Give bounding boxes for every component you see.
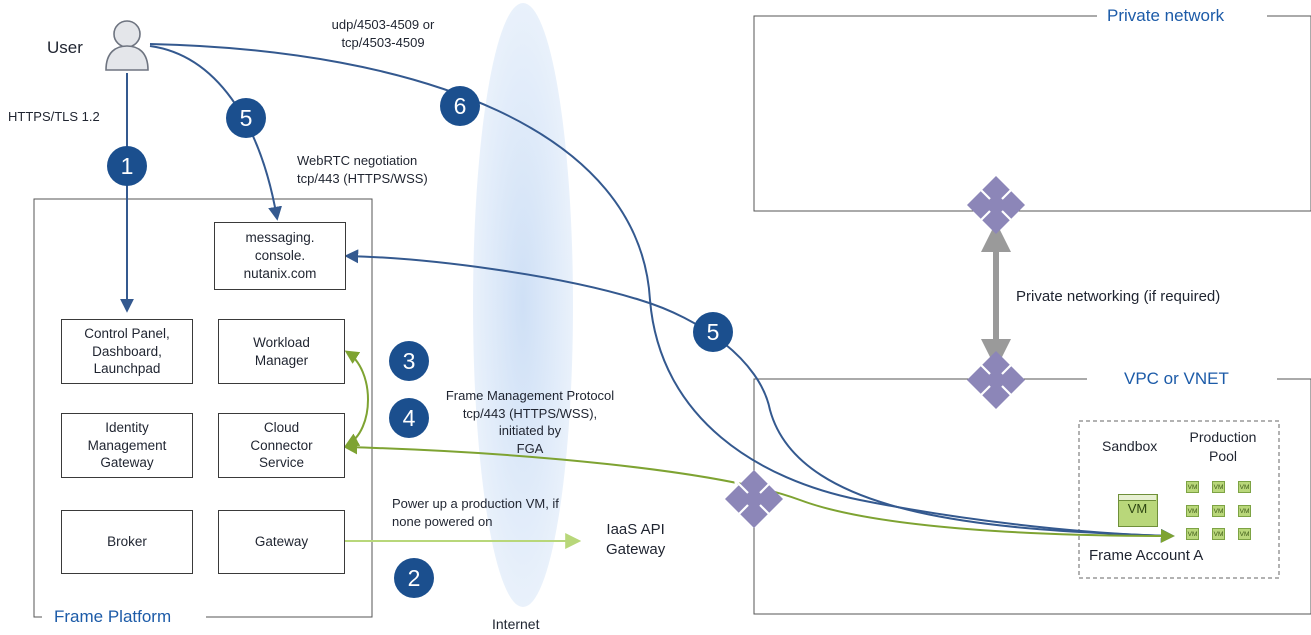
vpc-title: VPC or VNET — [1118, 369, 1235, 389]
pool-vm-icon: VM — [1186, 505, 1199, 517]
router-icon — [725, 470, 783, 528]
arrow-user-to-messaging — [149, 45, 282, 221]
step-5-badge: 5 — [693, 312, 733, 352]
frame-account-border — [1078, 420, 1280, 579]
step-2-badge: 2 — [394, 558, 434, 598]
vpc-border — [753, 378, 1311, 615]
arrow-connector-to-vm — [343, 440, 1175, 543]
pool-vm-icon: VM — [1212, 505, 1225, 517]
control-panel-box: Control Panel, Dashboard, Launchpad — [61, 319, 193, 384]
iaas-label: IaaS API Gateway — [606, 521, 666, 559]
arrow-workload-to-connector — [344, 350, 369, 447]
internet-label: Internet — [492, 616, 540, 632]
sandbox-vm-icon: VM — [1118, 494, 1158, 527]
udp-label: udp/4503-4509 or tcp/4503-4509 — [331, 17, 435, 50]
step-3-badge: 3 — [389, 341, 429, 381]
cloud-connector-box: Cloud Connector Service — [218, 413, 345, 478]
pool-vm-icon: VM — [1186, 528, 1199, 540]
power-label: Power up a production VM, if none powere… — [392, 496, 559, 529]
fmp-label: Frame Management Protocol tcp/443 (HTTPS… — [445, 388, 615, 456]
pool-vm-icon: VM — [1212, 528, 1225, 540]
sandbox-label: Sandbox — [1102, 438, 1158, 454]
webrtc-label: WebRTC negotiation tcp/443 (HTTPS/WSS) — [297, 153, 428, 186]
user-icon — [105, 20, 149, 71]
sandbox-vm-label: VM — [1127, 501, 1148, 516]
private-network-border — [753, 15, 1311, 212]
pool-vm-icon: VM — [1238, 481, 1251, 493]
frame-platform-border — [33, 198, 373, 618]
pool-vm-icon: VM — [1238, 528, 1251, 540]
step-6-badge: 6 — [440, 86, 480, 126]
broker-box: Broker — [61, 510, 193, 574]
pool-vm-icon: VM — [1212, 481, 1225, 493]
pool-vm-icon: VM — [1186, 481, 1199, 493]
messaging-box: messaging. console. nutanix.com — [214, 222, 346, 290]
frame-account-label: Frame Account A — [1089, 547, 1204, 564]
step-4-badge: 4 — [389, 398, 429, 438]
router-icon — [967, 176, 1025, 234]
step-1-badge: 1 — [107, 146, 147, 186]
identity-gateway-box: Identity Management Gateway — [61, 413, 193, 478]
user-label: User — [47, 38, 83, 57]
gateway-box: Gateway — [218, 510, 345, 574]
frame-platform-title: Frame Platform — [48, 607, 178, 627]
router-icon — [967, 351, 1025, 409]
step-5-badge: 5 — [226, 98, 266, 138]
workload-manager-box: Workload Manager — [218, 319, 345, 384]
private-network-title: Private network — [1101, 6, 1231, 26]
pool-vm-icon: VM — [1238, 505, 1251, 517]
https-label: HTTPS/TLS 1.2 — [8, 109, 100, 124]
private-networking-label: Private networking (if required) — [1016, 288, 1221, 305]
production-pool-label: Production Pool — [1189, 429, 1257, 464]
